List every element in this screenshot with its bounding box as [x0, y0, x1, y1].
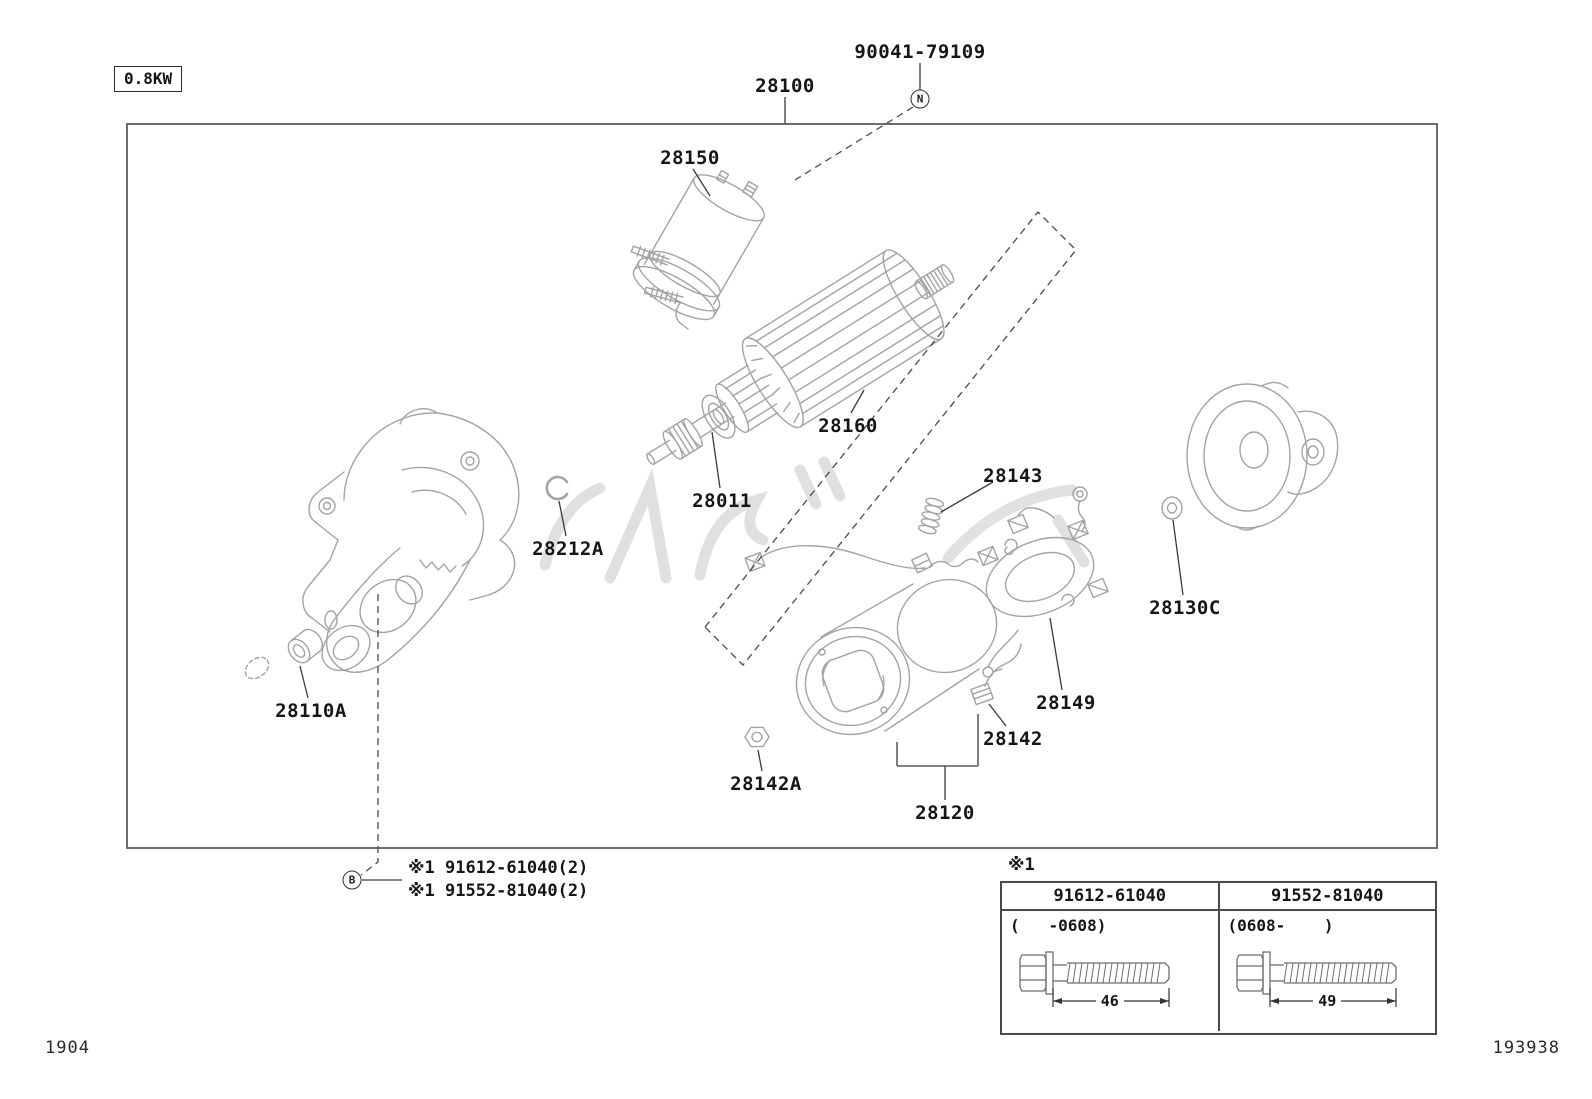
part-label-28150: 28150: [660, 147, 720, 169]
bolt-part-number-2: 91552-81040: [1270, 886, 1384, 906]
part-label-28143: 28143: [983, 465, 1043, 487]
brush-holder-drawing: [744, 486, 1109, 618]
drive-housing-drawing: [302, 408, 520, 673]
border-frame: [126, 123, 1438, 849]
n-marker: N: [910, 89, 930, 109]
bolt-length-1: 46: [1095, 992, 1124, 1010]
bolt-note-line2: ※1 91552-81040(2): [408, 881, 589, 901]
washer-drawing: [1161, 496, 1183, 520]
snap-ring-drawing: [545, 475, 569, 501]
power-rating-badge: 0.8KW: [114, 66, 183, 92]
part-label-28120: 28120: [915, 802, 975, 824]
brush-spring-drawing: [917, 497, 945, 535]
part-label-28011: 28011: [692, 490, 752, 512]
terminal-lead-drawing: [970, 643, 1022, 706]
magnet-switch-drawing: [632, 169, 765, 321]
part-label-28142: 28142: [983, 728, 1043, 750]
part-label-28212A: 28212A: [532, 538, 604, 560]
bolt-spec-col-2: (0608- ): [1220, 911, 1436, 1031]
leader-lines: [299, 63, 1184, 881]
bolt-table-body: ( -0608): [1002, 911, 1435, 1031]
table-ref-marker: ※1: [1008, 855, 1035, 875]
sheet-code-right: 193938: [1492, 1038, 1560, 1058]
bushing-phantom-outline: [244, 656, 270, 680]
bolt-spec-table: 91612-61040 91552-81040 ( -0608): [1000, 881, 1437, 1035]
yoke-drawing: [795, 578, 1019, 736]
phantom-lines: [360, 106, 1077, 876]
watermark: [539, 456, 1090, 584]
part-label-28149: 28149: [1036, 692, 1096, 714]
solenoid-studs-drawing: [630, 245, 689, 330]
part-label-28130C: 28130C: [1149, 597, 1221, 619]
end-frame-drawing: [1186, 381, 1339, 531]
armature-drawing: [646, 249, 955, 466]
part-label-28110A: 28110A: [275, 700, 347, 722]
bolt-applicability-2: (0608- ): [1227, 916, 1334, 935]
part-label-28160: 28160: [818, 415, 878, 437]
part-label-90041-79109: 90041-79109: [854, 41, 986, 63]
bolt-applicability-1: ( -0608): [1010, 916, 1107, 935]
sheet-code-left: 1904: [45, 1038, 90, 1058]
bushing-drawing: [287, 628, 323, 664]
part-label-28100: 28100: [755, 75, 815, 97]
bolt-spec-col-1: ( -0608): [1002, 911, 1220, 1031]
nut-drawing: [744, 726, 770, 748]
bolt-length-2: 49: [1313, 992, 1342, 1010]
b-marker: B: [342, 870, 362, 890]
bolt-part-number-1: 91612-61040: [1002, 883, 1220, 909]
bolt-note-line1: ※1 91612-61040(2): [408, 858, 589, 878]
part-label-28142A: 28142A: [730, 773, 802, 795]
bolt-table-header: 91612-61040 91552-81040: [1002, 883, 1435, 911]
